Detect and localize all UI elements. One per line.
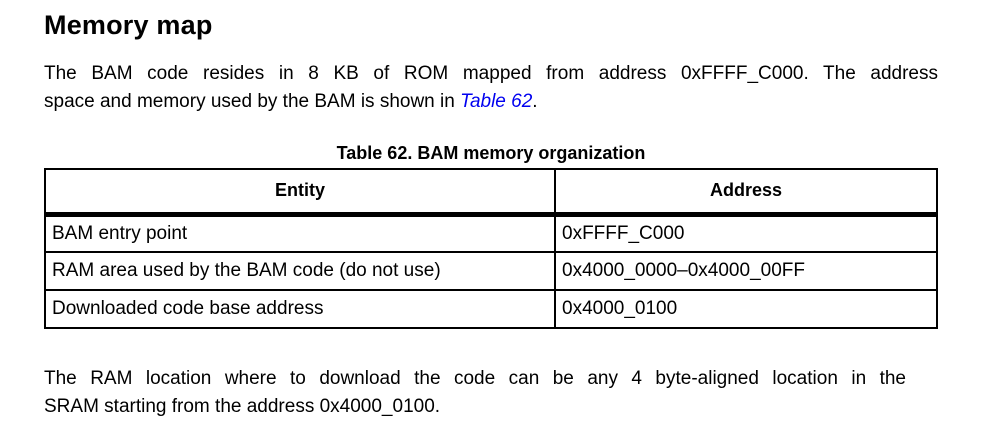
table-row: BAM entry point 0xFFFF_C000 <box>44 213 938 253</box>
table-62-link[interactable]: Table 62 <box>460 91 533 112</box>
entity-cell: Downloaded code base address <box>44 289 556 329</box>
closing-paragraph: The RAM location where to download the c… <box>44 365 938 421</box>
closing-line-2: SRAM starting from the address 0x4000_01… <box>44 396 441 417</box>
column-header-entity: Entity <box>44 168 556 217</box>
closing-line-1: The RAM location where to download the c… <box>44 368 906 389</box>
intro-line-2-text: space and memory used by the BAM is show… <box>44 91 461 112</box>
address-cell: 0x4000_0000–0x4000_00FF <box>554 251 938 291</box>
intro-line-2: space and memory used by the BAM is show… <box>44 88 938 116</box>
bam-memory-table: Entity Address BAM entry point 0xFFFF_C0… <box>44 168 938 329</box>
address-cell: 0x4000_0100 <box>554 289 938 329</box>
table-row: Downloaded code base address 0x4000_0100 <box>44 289 938 329</box>
entity-cell: BAM entry point <box>44 213 556 253</box>
table-caption: Table 62. BAM memory organization <box>336 143 646 163</box>
intro-line-2-period: . <box>532 91 538 112</box>
table-header-row: Entity Address <box>44 168 938 217</box>
column-header-address: Address <box>554 168 938 217</box>
section-heading: Memory map <box>44 10 213 40</box>
entity-cell: RAM area used by the BAM code (do not us… <box>44 251 556 291</box>
intro-paragraph: The BAM code resides in 8 KB of ROM mapp… <box>44 60 938 116</box>
address-cell: 0xFFFF_C000 <box>554 213 938 253</box>
intro-line-1: The BAM code resides in 8 KB of ROM mapp… <box>44 63 938 84</box>
table-row: RAM area used by the BAM code (do not us… <box>44 251 938 291</box>
